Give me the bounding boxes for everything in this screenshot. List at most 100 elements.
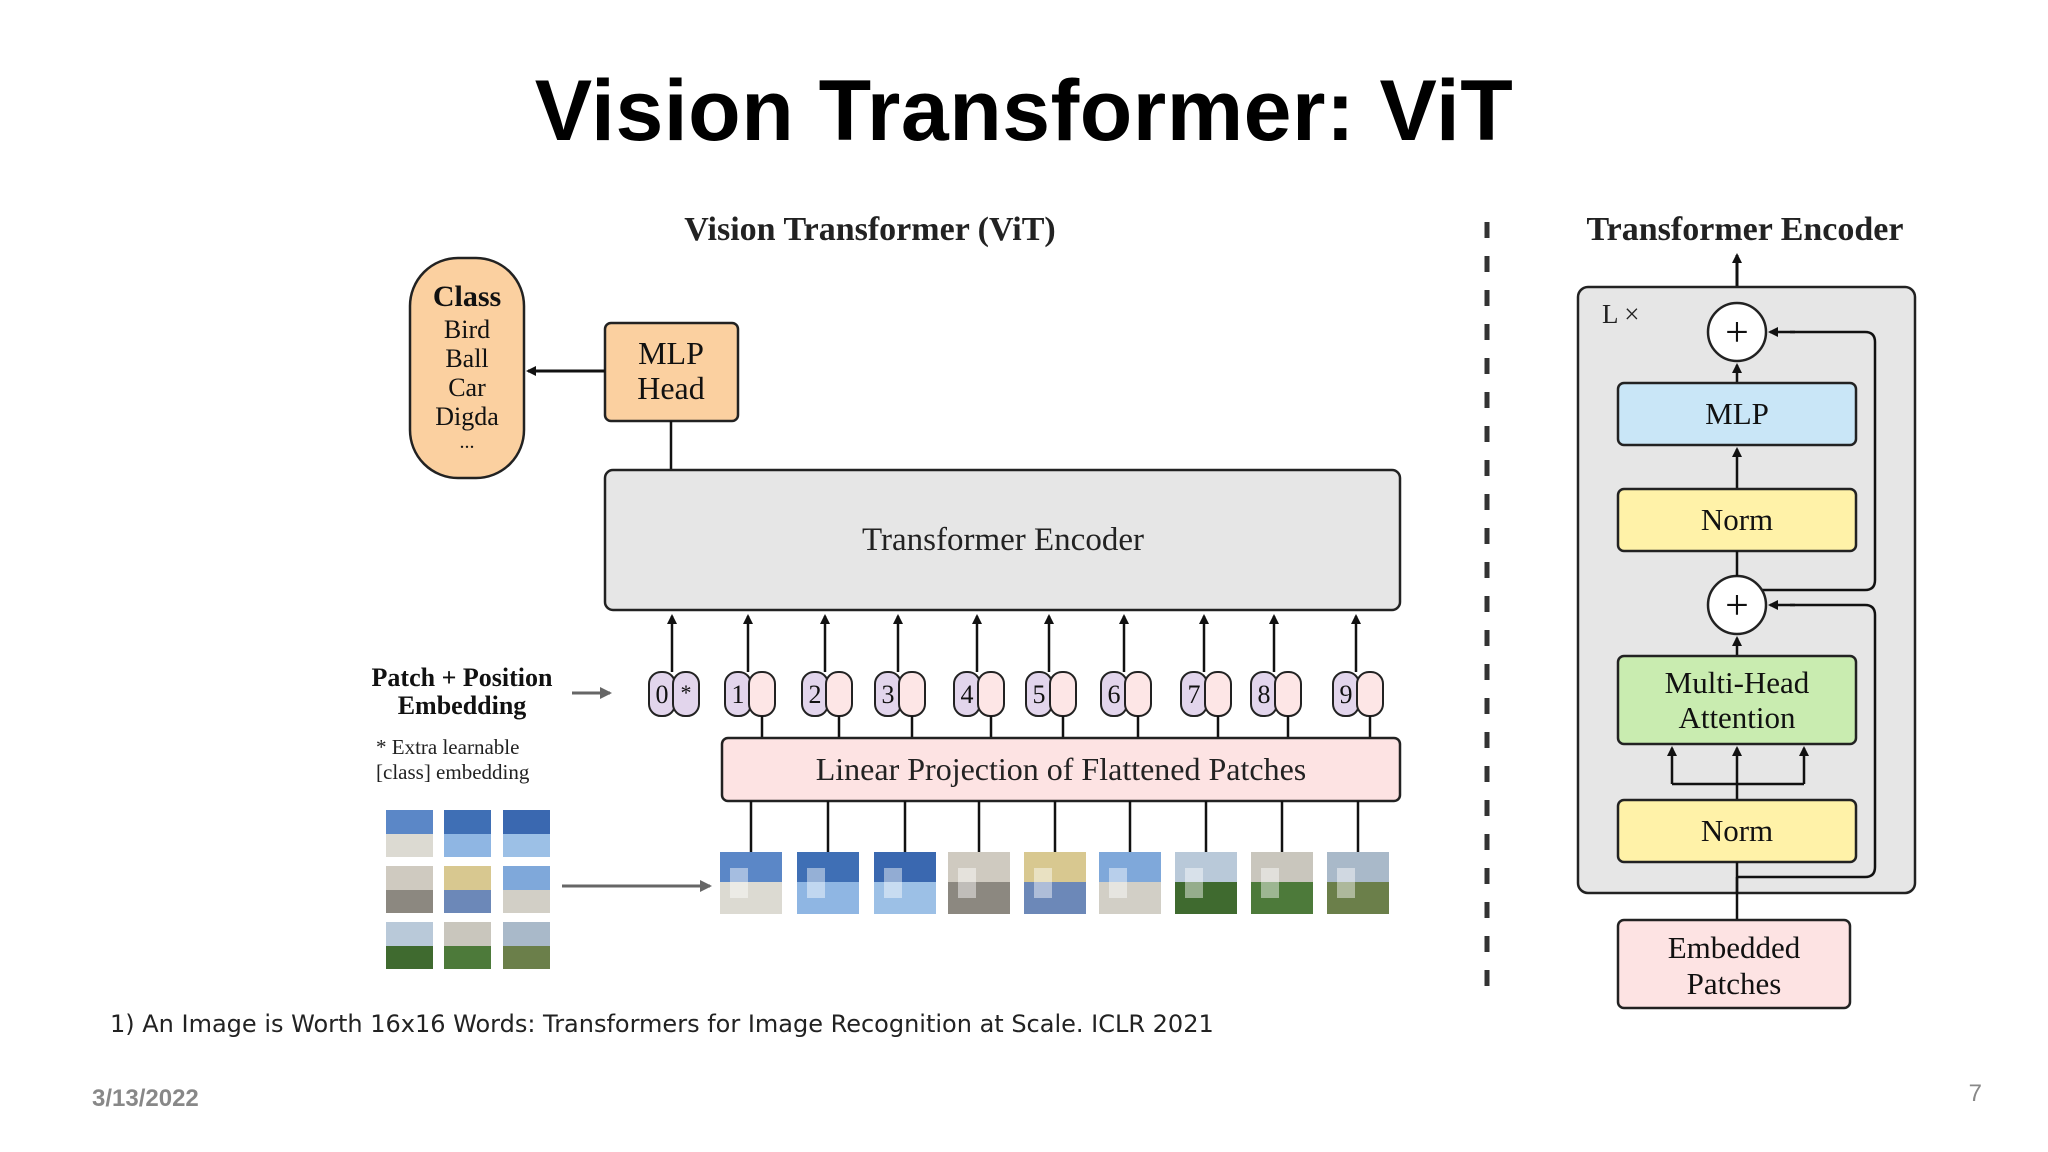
encoder-mlp-label: MLP bbox=[1705, 396, 1769, 431]
patch-detail bbox=[730, 868, 748, 898]
token-3: 3 bbox=[874, 614, 926, 738]
tile-ground bbox=[386, 890, 433, 913]
source-image-tile-4 bbox=[386, 866, 433, 913]
patch-detail bbox=[1261, 868, 1279, 898]
tile-ground bbox=[503, 890, 550, 913]
class-heading: Class bbox=[433, 280, 501, 313]
class-item-digda: Digda bbox=[435, 402, 499, 431]
embedded-patches-line2: Patches bbox=[1687, 966, 1782, 1001]
attention-label-line2: Attention bbox=[1678, 700, 1796, 735]
patch-embedding-pill bbox=[898, 671, 926, 717]
encoder-norm-bottom-box: Norm bbox=[1616, 798, 1858, 864]
token-1: 1 bbox=[724, 614, 776, 738]
class-item-more: ... bbox=[460, 431, 475, 453]
position-index: 5 bbox=[1033, 680, 1046, 709]
token-8: 8 bbox=[1250, 614, 1302, 738]
patch-ground bbox=[720, 882, 782, 914]
token-4: 4 bbox=[953, 614, 1005, 738]
patch-embedding-pill bbox=[1049, 671, 1077, 717]
flattened-patch-row bbox=[720, 801, 1389, 914]
flattened-patch-3 bbox=[874, 852, 936, 914]
plus-symbol-top: + bbox=[1725, 310, 1749, 356]
patch-detail bbox=[884, 868, 902, 898]
tile-ground bbox=[386, 834, 433, 857]
position-index: 7 bbox=[1188, 680, 1201, 709]
transformer-encoder-box: Transformer Encoder bbox=[603, 468, 1402, 612]
tile-ground bbox=[444, 890, 491, 913]
token-7: 7 bbox=[1180, 614, 1232, 738]
slide-title: Vision Transformer: ViT bbox=[534, 63, 1514, 159]
embedded-patches-box: Embedded Patches bbox=[1616, 918, 1852, 1010]
source-image-tile-1 bbox=[386, 810, 433, 857]
flattened-patch-6 bbox=[1099, 852, 1161, 914]
patch-embedding-pill bbox=[1124, 671, 1152, 717]
token-5: 5 bbox=[1025, 614, 1077, 738]
source-image-grid bbox=[386, 810, 550, 969]
plus-symbol-bottom: + bbox=[1725, 583, 1749, 629]
flattened-patch-1 bbox=[720, 852, 782, 914]
patch-embedding-pill bbox=[1204, 671, 1232, 717]
source-image-tile-7 bbox=[386, 922, 433, 969]
tile-ground bbox=[503, 946, 550, 969]
patch-ground bbox=[1175, 882, 1237, 914]
transformer-encoder-label: Transformer Encoder bbox=[862, 522, 1144, 558]
patch-ground bbox=[948, 882, 1010, 914]
encoder-block-title: Transformer Encoder bbox=[1587, 211, 1904, 248]
source-image-tile-2 bbox=[444, 810, 491, 857]
patch-embedding-pill bbox=[977, 671, 1005, 717]
encoder-norm-bottom-label: Norm bbox=[1701, 813, 1773, 848]
position-index: 8 bbox=[1258, 680, 1271, 709]
tile-ground bbox=[503, 834, 550, 857]
source-image-tile-6 bbox=[503, 866, 550, 913]
extra-note-line1: * Extra learnable bbox=[376, 735, 519, 759]
encoder-norm-top-label: Norm bbox=[1701, 502, 1773, 537]
flattened-patch-7 bbox=[1175, 852, 1237, 914]
add-node-top: + bbox=[1706, 301, 1768, 363]
tile-ground bbox=[386, 946, 433, 969]
position-index: 4 bbox=[961, 680, 974, 709]
position-index: 3 bbox=[882, 680, 895, 709]
patch-ground bbox=[1099, 882, 1161, 914]
patch-ground bbox=[1327, 882, 1389, 914]
flattened-patch-4 bbox=[948, 852, 1010, 914]
patch-detail bbox=[807, 868, 825, 898]
patch-detail bbox=[1185, 868, 1203, 898]
patch-ground bbox=[797, 882, 859, 914]
token-9: 9 bbox=[1332, 614, 1384, 738]
multi-head-attention-box: Multi-Head Attention bbox=[1616, 654, 1858, 746]
class-output-box: Class Bird Ball Car Digda ... bbox=[408, 256, 526, 480]
mlp-head-line1: MLP bbox=[638, 335, 704, 371]
flattened-patch-8 bbox=[1251, 852, 1313, 914]
slide-date: 3/13/2022 bbox=[92, 1085, 199, 1112]
flattened-patch-2 bbox=[797, 852, 859, 914]
patch-detail bbox=[1337, 868, 1355, 898]
source-image-tile-9 bbox=[503, 922, 550, 969]
token-2: 2 bbox=[801, 614, 853, 738]
patch-embedding-pill bbox=[748, 671, 776, 717]
mlp-head-line2: Head bbox=[637, 370, 705, 406]
patch-detail bbox=[1109, 868, 1127, 898]
source-image-tile-8 bbox=[444, 922, 491, 969]
class-item-car: Car bbox=[448, 373, 486, 402]
encoder-mlp-box: MLP bbox=[1616, 381, 1858, 447]
class-token-marker: * bbox=[681, 680, 692, 705]
tile-ground bbox=[444, 834, 491, 857]
class-item-bird: Bird bbox=[444, 315, 490, 344]
embedding-label-line1: Patch + Position bbox=[372, 663, 553, 692]
linear-projection-label: Linear Projection of Flattened Patches bbox=[816, 751, 1307, 787]
add-node-bottom: + bbox=[1706, 574, 1768, 636]
patch-detail bbox=[958, 868, 976, 898]
patch-detail bbox=[1034, 868, 1052, 898]
class-token-pill bbox=[672, 671, 700, 717]
class-item-ball: Ball bbox=[445, 344, 488, 373]
embedding-label-line2: Embedding bbox=[398, 691, 527, 720]
extra-note-line2: [class] embedding bbox=[376, 760, 530, 784]
position-index: 9 bbox=[1340, 680, 1353, 709]
patch-embedding-pill bbox=[1274, 671, 1302, 717]
slide-page-number: 7 bbox=[1968, 1080, 1982, 1107]
position-index: 6 bbox=[1108, 680, 1121, 709]
token-6: 6 bbox=[1100, 614, 1152, 738]
